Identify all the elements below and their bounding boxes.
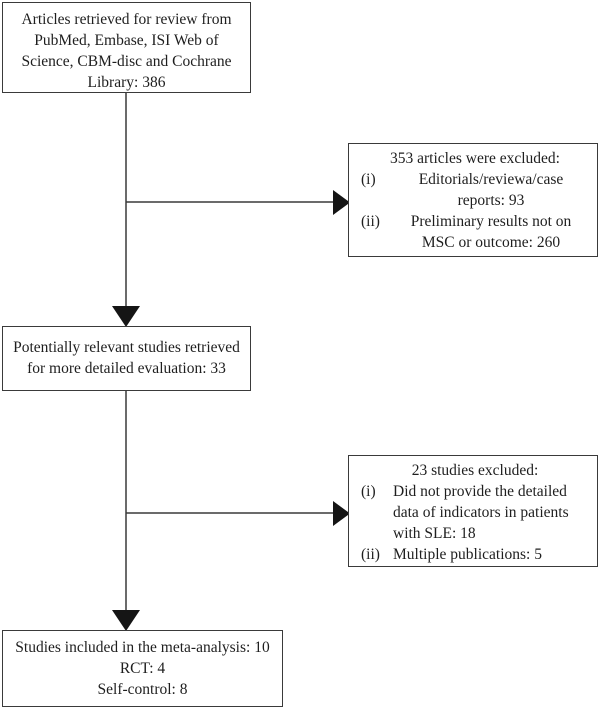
list-item: (ii) Preliminary results not on MSC or o… — [361, 211, 589, 253]
box-title: 353 articles were excluded: — [390, 150, 560, 167]
list-item-text: Did not provide the detailed data of ind… — [393, 483, 569, 542]
list-item: (i) Editorials/reviewa/case reports: 93 — [361, 169, 589, 211]
box-text-line: Studies included in the meta-analysis: 1… — [15, 639, 270, 656]
list-item-text: Editorials/reviewa/case reports: 93 — [418, 171, 564, 209]
arrow-right-icon — [333, 190, 350, 215]
list-item: (i) Did not provide the detailed data of… — [361, 481, 589, 544]
box-studies-excluded: 23 studies excluded: (i) Did not provide… — [348, 455, 598, 567]
box-text-line: Articles retrieved for review from — [21, 11, 232, 28]
list-marker: (ii) — [361, 546, 380, 563]
list-item-text: Multiple publications: 5 — [393, 546, 542, 563]
list-item-text: Preliminary results not on MSC or outcom… — [410, 213, 572, 251]
box-articles-excluded: 353 articles were excluded: (i) Editoria… — [348, 143, 598, 257]
box-text-line: Self-control: 8 — [97, 681, 188, 698]
box-text-line: PubMed, Embase, ISI Web of — [34, 32, 219, 49]
arrow-down-icon — [112, 306, 140, 327]
box-relevant-studies: Potentially relevant studies retrieved f… — [2, 326, 251, 391]
list-marker: (i) — [361, 483, 376, 500]
arrow-right-icon — [333, 501, 350, 526]
box-text-line: Library: 386 — [87, 74, 166, 91]
box-articles-retrieved: Articles retrieved for review from PubMe… — [2, 2, 251, 93]
list-marker: (ii) — [361, 213, 380, 230]
box-text-line: Science, CBM-disc and Cochrane — [21, 53, 232, 70]
list-marker: (i) — [361, 171, 376, 188]
box-text-line: RCT: 4 — [119, 660, 166, 677]
list-item: (ii) Multiple publications: 5 — [361, 544, 589, 565]
box-title: 23 studies excluded: — [411, 462, 539, 479]
arrow-down-icon — [112, 610, 140, 631]
box-text-line: for more detailed evaluation: 33 — [27, 360, 226, 377]
box-text-line: Potentially relevant studies retrieved — [13, 339, 240, 356]
box-included-studies: Studies included in the meta-analysis: 1… — [2, 630, 283, 707]
